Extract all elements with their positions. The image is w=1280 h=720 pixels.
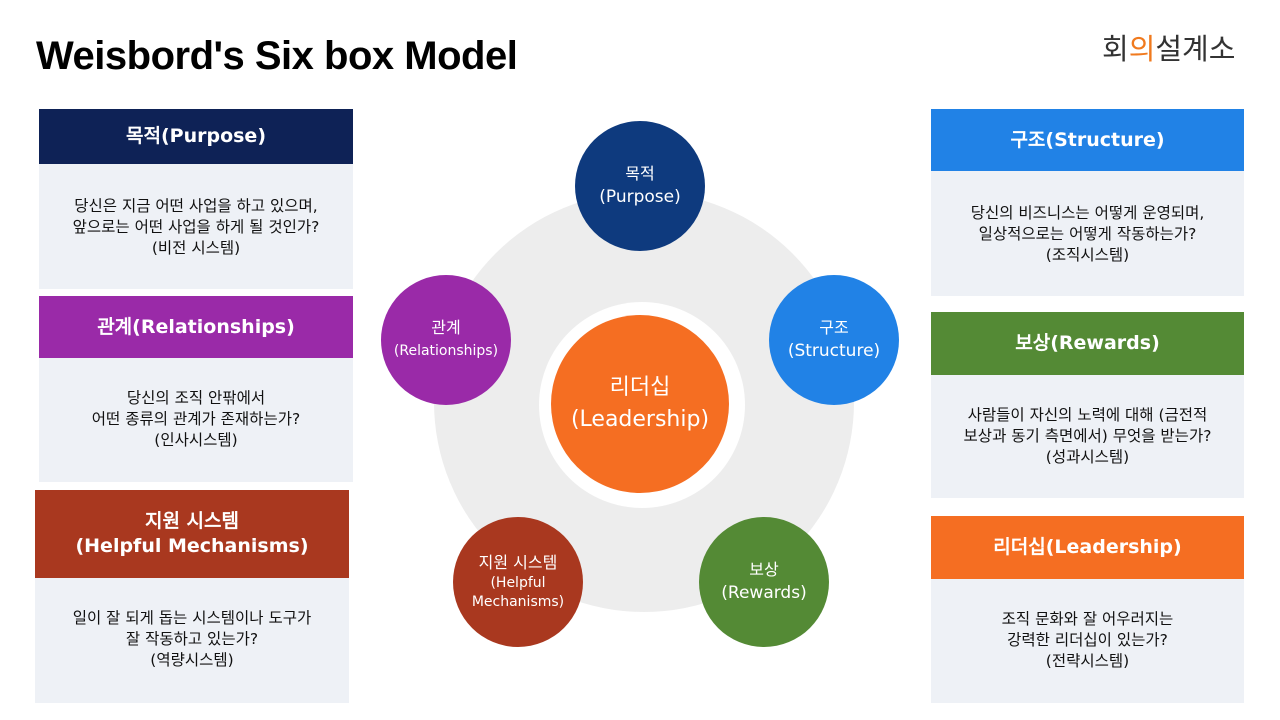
card-helpful-header-line1: 지원 시스템 bbox=[144, 510, 239, 533]
card-helpful-header: 지원 시스템 (Helpful Mechanisms) bbox=[35, 490, 349, 578]
card-relationships-header: 관계(Relationships) bbox=[39, 296, 353, 358]
node-rewards-en: (Rewards) bbox=[721, 583, 807, 603]
card-purpose-header: 목적(Purpose) bbox=[39, 109, 353, 164]
node-helpful-ko: 지원 시스템 bbox=[478, 553, 558, 572]
card-leadership-header: 리더십(Leadership) bbox=[931, 516, 1244, 579]
node-purpose: 목적 (Purpose) bbox=[575, 121, 705, 251]
node-structure-ko: 구조 bbox=[819, 318, 849, 337]
card-purpose: 목적(Purpose) 당신은 지금 어떤 사업을 하고 있으며, 앞으로는 어… bbox=[39, 109, 353, 289]
node-rewards: 보상 (Rewards) bbox=[699, 517, 829, 647]
card-helpful-mechanisms: 지원 시스템 (Helpful Mechanisms) 일이 잘 되게 돕는 시… bbox=[35, 490, 349, 703]
logo-text-accent: 의 bbox=[1128, 32, 1156, 66]
card-purpose-body: 당신은 지금 어떤 사업을 하고 있으며, 앞으로는 어떤 사업을 하게 될 것… bbox=[39, 164, 353, 289]
card-rewards: 보상(Rewards) 사람들이 자신의 노력에 대해 (금전적 보상과 동기 … bbox=[931, 312, 1244, 498]
node-rewards-ko: 보상 bbox=[749, 560, 779, 579]
node-helpful-en2: Mechanisms) bbox=[471, 594, 565, 610]
page-title: Weisbord's Six box Model bbox=[36, 34, 518, 78]
logo-text-suffix: 설계소 bbox=[1155, 32, 1236, 66]
node-leadership-ko: 리더십 bbox=[609, 375, 671, 400]
card-relationships-body: 당신의 조직 안팎에서 어떤 종류의 관계가 존재하는가? (인사시스템) bbox=[39, 358, 353, 482]
card-rewards-header: 보상(Rewards) bbox=[931, 312, 1244, 375]
card-leadership-body: 조직 문화와 잘 어우러지는 강력한 리더십이 있는가? (전략시스템) bbox=[931, 579, 1244, 703]
company-logo: 회의설계소 bbox=[1102, 26, 1235, 68]
node-purpose-en: (Purpose) bbox=[599, 187, 681, 207]
node-leadership-en: (Leadership) bbox=[570, 407, 710, 432]
node-helpful-mechanisms: 지원 시스템 (Helpful Mechanisms) bbox=[453, 517, 583, 647]
node-relationships-ko: 관계 bbox=[431, 318, 461, 337]
logo-text-prefix: 회 bbox=[1102, 32, 1129, 66]
card-structure: 구조(Structure) 당신의 비즈니스는 어떻게 운영되며, 일상적으로는… bbox=[931, 109, 1244, 296]
card-rewards-body: 사람들이 자신의 노력에 대해 (금전적 보상과 동기 측면에서) 무엇을 받는… bbox=[931, 375, 1244, 498]
node-leadership: 리더십 (Leadership) bbox=[551, 315, 729, 493]
node-structure-en: (Structure) bbox=[787, 341, 881, 361]
card-relationships: 관계(Relationships) 당신의 조직 안팎에서 어떤 종류의 관계가… bbox=[39, 296, 353, 482]
node-structure: 구조 (Structure) bbox=[769, 275, 899, 405]
node-relationships-en: (Relationships) bbox=[393, 343, 499, 359]
card-structure-header: 구조(Structure) bbox=[931, 109, 1244, 171]
node-purpose-ko: 목적 bbox=[625, 164, 655, 183]
card-leadership: 리더십(Leadership) 조직 문화와 잘 어우러지는 강력한 리더십이 … bbox=[931, 516, 1244, 703]
node-relationships: 관계 (Relationships) bbox=[381, 275, 511, 405]
node-helpful-en1: (Helpful bbox=[490, 575, 546, 591]
card-helpful-body: 일이 잘 되게 돕는 시스템이나 도구가 잘 작동하고 있는가? (역량시스템) bbox=[35, 578, 349, 703]
card-structure-body: 당신의 비즈니스는 어떻게 운영되며, 일상적으로는 어떻게 작동하는가? (조… bbox=[931, 171, 1244, 296]
card-helpful-header-line2: (Helpful Mechanisms) bbox=[75, 535, 309, 557]
